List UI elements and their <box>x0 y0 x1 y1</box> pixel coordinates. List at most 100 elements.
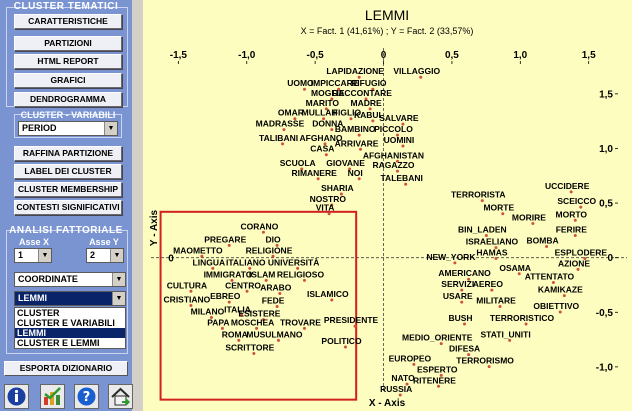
chart-title: LEMMI <box>365 7 409 23</box>
data-point <box>343 345 347 349</box>
point-label: MORIRE <box>512 213 546 223</box>
point-label: TALIBANI <box>259 133 298 143</box>
caratteristiche-button[interactable]: CARATTERISTICHE <box>14 14 122 29</box>
asse-x-value: 1 <box>18 250 24 260</box>
chart-subtitle: X = Fact. 1 (41,61%) ; Y = Fact. 2 (33,5… <box>301 26 474 36</box>
data-point <box>419 75 423 79</box>
point-label: ESISTERE <box>238 309 280 319</box>
data-point <box>220 326 224 330</box>
data-point <box>460 300 464 304</box>
data-point <box>237 338 241 342</box>
point-label: ITALIANO <box>226 257 266 267</box>
point-label: MILITARE <box>476 296 516 306</box>
analisi-fattoriale-group <box>6 230 128 354</box>
list-item[interactable]: CLUSTER E VARIABILI <box>17 318 115 328</box>
point-label: AEREO <box>473 279 504 289</box>
point-label: EBREO <box>210 291 241 301</box>
point-label: BUSH <box>448 313 472 323</box>
x-tick-label: -1,0 <box>238 50 256 61</box>
lemmi-select[interactable]: LEMMI ▼ <box>14 291 126 306</box>
data-point <box>227 243 231 247</box>
point-label: ESPERTO <box>417 364 458 374</box>
data-point <box>330 298 334 302</box>
data-point <box>490 288 494 292</box>
data-point <box>517 272 521 276</box>
data-point <box>480 199 484 203</box>
data-point <box>405 382 409 386</box>
y-tick-label: 0 <box>607 253 613 264</box>
list-item[interactable]: CLUSTER <box>17 308 60 318</box>
chart-check-icon[interactable] <box>40 384 65 409</box>
list-item[interactable]: CLUSTER E LEMMI <box>17 338 100 348</box>
point-label: MADRE <box>351 98 382 108</box>
grafici-button[interactable]: GRAFICI <box>14 73 122 88</box>
cluster-membership-button[interactable]: CLUSTER MEMBERSHIP <box>14 182 122 197</box>
partizioni-button[interactable]: PARTIZIONI <box>14 36 122 51</box>
point-label: TERRORISTICO <box>490 313 555 323</box>
asse-y-select[interactable]: 2 ▼ <box>86 248 124 263</box>
point-label: MUSULMANO <box>246 329 303 339</box>
list-item[interactable]: LEMMI <box>15 328 125 338</box>
data-point <box>339 192 343 196</box>
html-report-button[interactable]: HTML REPORT <box>14 54 122 69</box>
data-point <box>558 310 562 314</box>
chevron-down-icon[interactable]: ▼ <box>104 122 117 135</box>
data-point <box>271 254 275 258</box>
data-point <box>261 230 265 234</box>
data-point <box>200 254 204 258</box>
asse-y-label: Asse Y <box>89 237 119 247</box>
point-label: UOMO <box>287 78 314 88</box>
raffina-partizione-button[interactable]: RAFFINA PARTIZIONE <box>14 146 122 161</box>
point-label: NEW_YORK <box>426 252 476 262</box>
point-label: CORANO <box>241 221 279 231</box>
help-icon[interactable]: ? <box>74 384 99 409</box>
contesti-significativi-button[interactable]: CONTESTI SIGNIFICATIVI <box>14 200 122 215</box>
point-label: IMPICCARE <box>311 78 359 88</box>
dendrogramma-button[interactable]: DENDROGRAMMA <box>14 92 122 107</box>
point-label: PRESIDENTE <box>324 315 379 325</box>
home-icon[interactable] <box>108 384 133 409</box>
data-point <box>189 303 193 307</box>
point-label: EUROPEO <box>389 353 432 363</box>
point-label: ARRIVARE <box>335 138 379 148</box>
data-point <box>545 244 549 248</box>
point-label: PREGARE <box>204 234 246 244</box>
variabili-select[interactable]: PERIOD ▼ <box>18 121 118 136</box>
point-label: AFGHANISTAN <box>363 150 424 160</box>
cluster-variabili-title: CLUSTER - VARIABILI <box>20 110 116 120</box>
data-point <box>322 117 326 121</box>
data-point <box>300 167 304 171</box>
chevron-down-icon[interactable]: ▼ <box>112 292 125 305</box>
esporta-dizionario-button[interactable]: ESPORTA DIZIONARIO <box>4 361 128 376</box>
data-point <box>462 322 466 326</box>
chevron-down-icon[interactable]: ▼ <box>112 273 125 286</box>
data-point <box>562 294 566 298</box>
data-point <box>357 133 361 137</box>
data-point <box>240 313 244 317</box>
point-label: GIOVANE <box>326 158 365 168</box>
point-label: FIGLIO <box>333 108 362 118</box>
point-label: CASA <box>310 144 334 154</box>
data-point <box>276 338 280 342</box>
asse-x-select[interactable]: 1 ▼ <box>14 248 52 263</box>
data-point <box>551 281 555 285</box>
point-label: AMERICANO <box>438 268 491 278</box>
chevron-down-icon[interactable]: ▼ <box>38 249 51 262</box>
y-tick-label: 1,5 <box>599 89 613 100</box>
chevron-down-icon[interactable]: ▼ <box>110 249 123 262</box>
coordinate-select[interactable]: COORDINATE ▼ <box>14 272 126 287</box>
data-point <box>357 75 361 79</box>
point-label: MULLAH <box>302 108 338 118</box>
point-label: RITENERE <box>413 375 456 385</box>
view-options-list[interactable]: CLUSTER CLUSTER E VARIABILI LEMMI CLUSTE… <box>14 307 126 349</box>
point-label: PAPA <box>207 317 229 327</box>
point-label: ESPLODERE <box>555 247 608 257</box>
point-label: RIFUGIO <box>351 78 387 88</box>
data-point <box>349 117 353 121</box>
data-point <box>359 147 363 151</box>
point-label: BOMBA <box>527 235 559 245</box>
label-dei-cluster-button[interactable]: LABEL DEI CLUSTER <box>14 164 122 179</box>
x-axis-label: X - Axis <box>369 398 406 409</box>
info-icon[interactable] <box>4 384 29 409</box>
point-label: BIN_LADEN <box>458 225 507 235</box>
